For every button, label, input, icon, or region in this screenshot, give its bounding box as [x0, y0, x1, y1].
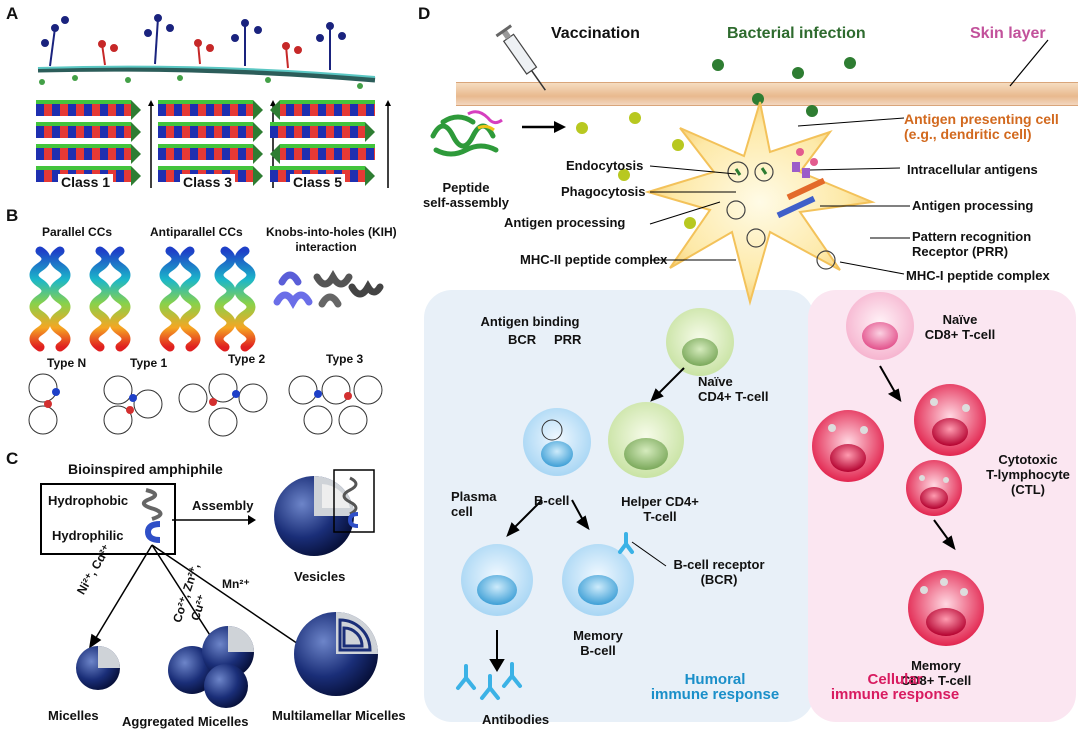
- antigen-binding-label: Antigen binding: [480, 314, 580, 329]
- bacterial-infection-label: Bacterial infection: [727, 25, 866, 42]
- syringe-icon: [495, 24, 546, 91]
- micelle-sphere: [76, 646, 120, 690]
- immune-cells: [456, 292, 986, 700]
- apc-label: Antigen presenting cell(e.g., dendritic …: [904, 111, 1059, 142]
- vesicle-sphere: [274, 469, 375, 556]
- panel-letter-c: C: [6, 449, 19, 468]
- apc-pointer: [797, 117, 905, 127]
- aggregated-micelles-label: Aggregated Micelles: [122, 714, 249, 729]
- mhc1-label: MHC-I peptide complex: [906, 268, 1050, 283]
- panel-letter-d: D: [418, 4, 431, 23]
- phagocytosis-label: Phagocytosis: [561, 184, 646, 199]
- amphiphile-box: [40, 483, 176, 555]
- mn-ion-label: Mn²⁺: [222, 577, 250, 591]
- antigen-presenting-cell: [644, 101, 876, 306]
- bcr-short-label: BCR: [508, 332, 537, 347]
- kih-label: Knobs-into-holes (KIH)interaction: [266, 225, 397, 254]
- multilamellar-label: Multilamellar Micelles: [272, 708, 406, 723]
- peptide-arrow: [522, 121, 566, 133]
- class5-sheet: [270, 100, 391, 188]
- coiled-coil-helices: [29, 246, 256, 352]
- type-n-label: Type N: [47, 356, 87, 370]
- endocytosis-label: Endocytosis: [566, 158, 644, 173]
- beta-sheet-blocks: [36, 100, 391, 188]
- vaccination-label: Vaccination: [551, 25, 640, 42]
- type-3-label: Type 3: [326, 352, 364, 366]
- apc-right-pointers: [809, 167, 910, 275]
- helper-cd4-label: Helper CD4+T-cell: [621, 494, 699, 524]
- bcr-pointer: [631, 541, 667, 567]
- type-1-label: Type 1: [130, 356, 168, 370]
- antiparallel-ccs-label: Antiparallel CCs: [150, 225, 243, 239]
- multilamellar-micelle: [294, 612, 378, 696]
- intracellular-antigens-label: Intracellular antigens: [907, 162, 1038, 177]
- amphiphile-molecule-icon: [142, 488, 163, 543]
- antigen-processing-right-label: Antigen processing: [912, 198, 1034, 213]
- assembly-arrow: [172, 515, 256, 525]
- kih-helices: [273, 269, 384, 310]
- assembly-label: Assembly: [192, 498, 254, 513]
- parallel-ccs-label: Parallel CCs: [42, 225, 113, 239]
- hydrophobic-label: Hydrophobic: [48, 493, 129, 508]
- panel-letter-b: B: [6, 206, 19, 225]
- class-5-label: Class 5: [290, 174, 346, 190]
- skin-layer: [456, 82, 1078, 106]
- skin-layer-label: Skin layer: [970, 25, 1046, 42]
- antigen-processing-left-label: Antigen processing: [504, 215, 626, 230]
- aggregated-micelles: [168, 626, 254, 708]
- mhc2-label: MHC-II peptide complex: [520, 252, 668, 267]
- peptide-protein-structure: [430, 110, 503, 157]
- class1-sheet: [36, 100, 154, 188]
- bcell-label: B-cell: [534, 493, 570, 508]
- class-1-label: Class 1: [58, 174, 114, 190]
- vesicles-label: Vesicles: [294, 569, 346, 584]
- skin-pointer-line: [1009, 39, 1049, 87]
- humoral-region: [424, 290, 814, 722]
- helical-wheels: [28, 373, 383, 437]
- bacteria-particles: [576, 57, 856, 229]
- amphiphile-title: Bioinspired amphiphile: [68, 461, 223, 477]
- peptide-chain-illustration: [37, 14, 376, 89]
- apc-left-pointers: [649, 165, 737, 261]
- prr-short-label: PRR: [554, 332, 582, 347]
- bcr-label: B-cell receptor(BCR): [673, 557, 765, 587]
- antibodies-label: Antibodies: [482, 712, 550, 727]
- micelles-label: Micelles: [48, 708, 99, 723]
- type-2-label: Type 2: [228, 352, 266, 366]
- panel-letter-a: A: [6, 4, 19, 23]
- hydrophilic-label: Hydrophilic: [52, 528, 124, 543]
- class-3-label: Class 3: [180, 174, 236, 190]
